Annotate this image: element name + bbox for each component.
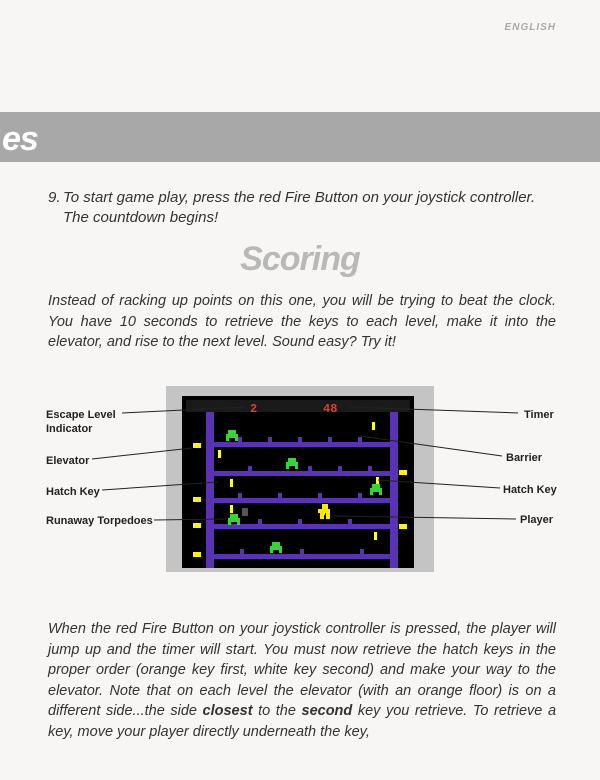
label-elevator: Elevator [46,455,90,467]
player-sprite [318,504,330,519]
gameplay-paragraph: When the red Fire Button on your joystic… [48,619,556,742]
step-number: 9. [48,189,61,206]
language-label: ENGLISH [504,22,556,33]
body-text-2: to the [252,703,302,719]
label-hatch-key-right: Hatch Key [503,484,557,496]
label-runaway-torpedoes: Runaway Torpedoes [46,515,153,527]
label-player: Player [520,514,554,526]
step-9: 9.To start game play, press the red Fire… [48,188,568,228]
label-timer: Timer [524,409,554,421]
top-bar [186,400,410,412]
frame-left [206,412,214,568]
dark-sprite [242,508,248,516]
label-escape-level: Escape Level Indicator [46,408,116,436]
barriers [238,437,372,554]
section-header-band [0,112,600,162]
timer-digits: 48 [323,402,337,416]
game-screen-svg: 2 48 [91,386,519,572]
body-bold-second: second [301,703,353,719]
frame-right [390,412,398,568]
body-bold-closest: closest [202,703,253,719]
floor-1 [206,442,398,447]
step-line-2: The countdown begins! [63,209,219,226]
section-header-fragment: es [2,120,39,158]
scoring-intro: Instead of racking up points on this one… [48,293,556,350]
floor-5 [206,554,398,559]
label-hatch-key-left: Hatch Key [46,486,100,498]
leader-lines [91,406,519,521]
label-escape-level-line2: Indicator [46,423,93,435]
elevator-markers [193,443,407,557]
body-text-3: key you retrieve. To retrieve a key, mov… [48,703,557,740]
step-line-1: To start game play, press the red Fire B… [63,189,536,206]
level-digit: 2 [250,402,257,416]
floor-4 [206,524,398,529]
runaway-torpedoes [226,430,382,553]
floor-2 [206,471,398,476]
game-screen-diagram: 2 48 [0,380,600,610]
label-barrier: Barrier [506,452,543,464]
body-text-1: When the red Fire Button on your joystic… [48,621,556,719]
scoring-heading: Scoring [240,240,361,278]
label-escape-level-line1: Escape Level [46,409,116,421]
floor-3 [206,498,398,503]
